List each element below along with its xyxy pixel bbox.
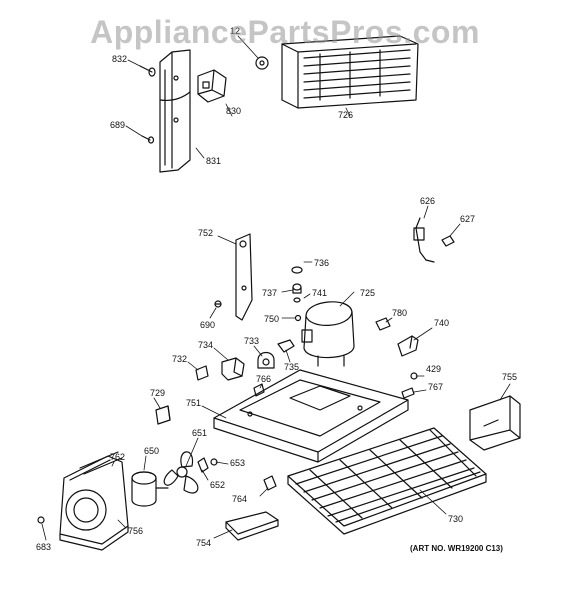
label-683: 683 (36, 542, 51, 552)
label-735: 735 (284, 362, 299, 372)
label-764: 764 (232, 494, 247, 504)
part-725-compressor (301, 301, 355, 367)
label-741: 741 (312, 288, 327, 298)
label-780: 780 (392, 308, 407, 318)
label-652: 652 (210, 480, 225, 490)
part-831-bracket (159, 49, 191, 173)
part-762-rail (79, 451, 123, 475)
part-626-lead (413, 217, 435, 263)
part-832-screw (139, 65, 156, 77)
label-830: 830 (226, 106, 241, 116)
label-725: 725 (360, 288, 375, 298)
part-755-bracket (469, 395, 521, 451)
part-830-relay (197, 69, 227, 103)
part-651-fan-blade (163, 451, 199, 494)
part-729-switch (155, 405, 171, 425)
label-733: 733 (244, 336, 259, 346)
label-690: 690 (200, 320, 215, 330)
part-726-condenser (281, 35, 419, 109)
part-689-screw (141, 135, 155, 144)
label-756: 756 (128, 526, 143, 536)
label-732: 732 (172, 354, 187, 364)
label-12: 12 (230, 26, 240, 36)
part-766-clip (253, 383, 265, 397)
part-627-cap (441, 235, 455, 247)
part-751-base-plate (213, 369, 409, 463)
label-627: 627 (460, 214, 475, 224)
label-689: 689 (110, 120, 125, 130)
part-736-grommet (291, 266, 303, 274)
label-766: 766 (256, 374, 271, 384)
part-752-bracket (235, 233, 253, 321)
part-740-bracket (397, 335, 419, 357)
label-429: 429 (426, 364, 441, 374)
label-726: 726 (338, 110, 353, 120)
part-780-clip (375, 317, 391, 331)
watermark-text: AppliancePartsPros.com (90, 14, 480, 50)
label-653: 653 (230, 458, 245, 468)
label-752: 752 (198, 228, 213, 238)
label-754: 754 (196, 538, 211, 548)
label-831: 831 (206, 156, 221, 166)
part-652-clip (197, 457, 209, 473)
label-767: 767 (428, 382, 443, 392)
label-736: 736 (314, 258, 329, 268)
part-767-clip (401, 387, 415, 399)
label-729: 729 (150, 388, 165, 398)
part-735-clip (277, 339, 295, 353)
part-690-screw (214, 300, 222, 308)
label-750: 750 (264, 314, 279, 324)
part-734-overload (221, 357, 245, 381)
label-626: 626 (420, 196, 435, 206)
label-737: 737 (262, 288, 277, 298)
label-740: 740 (434, 318, 449, 328)
part-764-clip (263, 475, 277, 491)
label-650: 650 (144, 446, 159, 456)
part-683-screw (37, 516, 45, 524)
part-733-relay-cover (257, 351, 275, 369)
part-750-screw (294, 314, 302, 322)
label-762: 762 (110, 452, 125, 462)
part-737-sleeve (292, 283, 302, 294)
part-650-fan-motor (131, 471, 169, 507)
part-730-coil (287, 427, 487, 535)
label-651: 651 (192, 428, 207, 438)
part-741-clip (293, 297, 301, 303)
label-751: 751 (186, 398, 201, 408)
label-734: 734 (198, 340, 213, 350)
art-number-label: (ART NO. WR19200 C13) (410, 544, 503, 553)
label-755: 755 (502, 372, 517, 382)
part-732-clip (195, 365, 209, 381)
label-832: 832 (112, 54, 127, 64)
part-12-clip (255, 56, 269, 70)
label-730: 730 (448, 514, 463, 524)
leader-lines (41, 35, 511, 541)
part-754-tray (225, 511, 279, 541)
